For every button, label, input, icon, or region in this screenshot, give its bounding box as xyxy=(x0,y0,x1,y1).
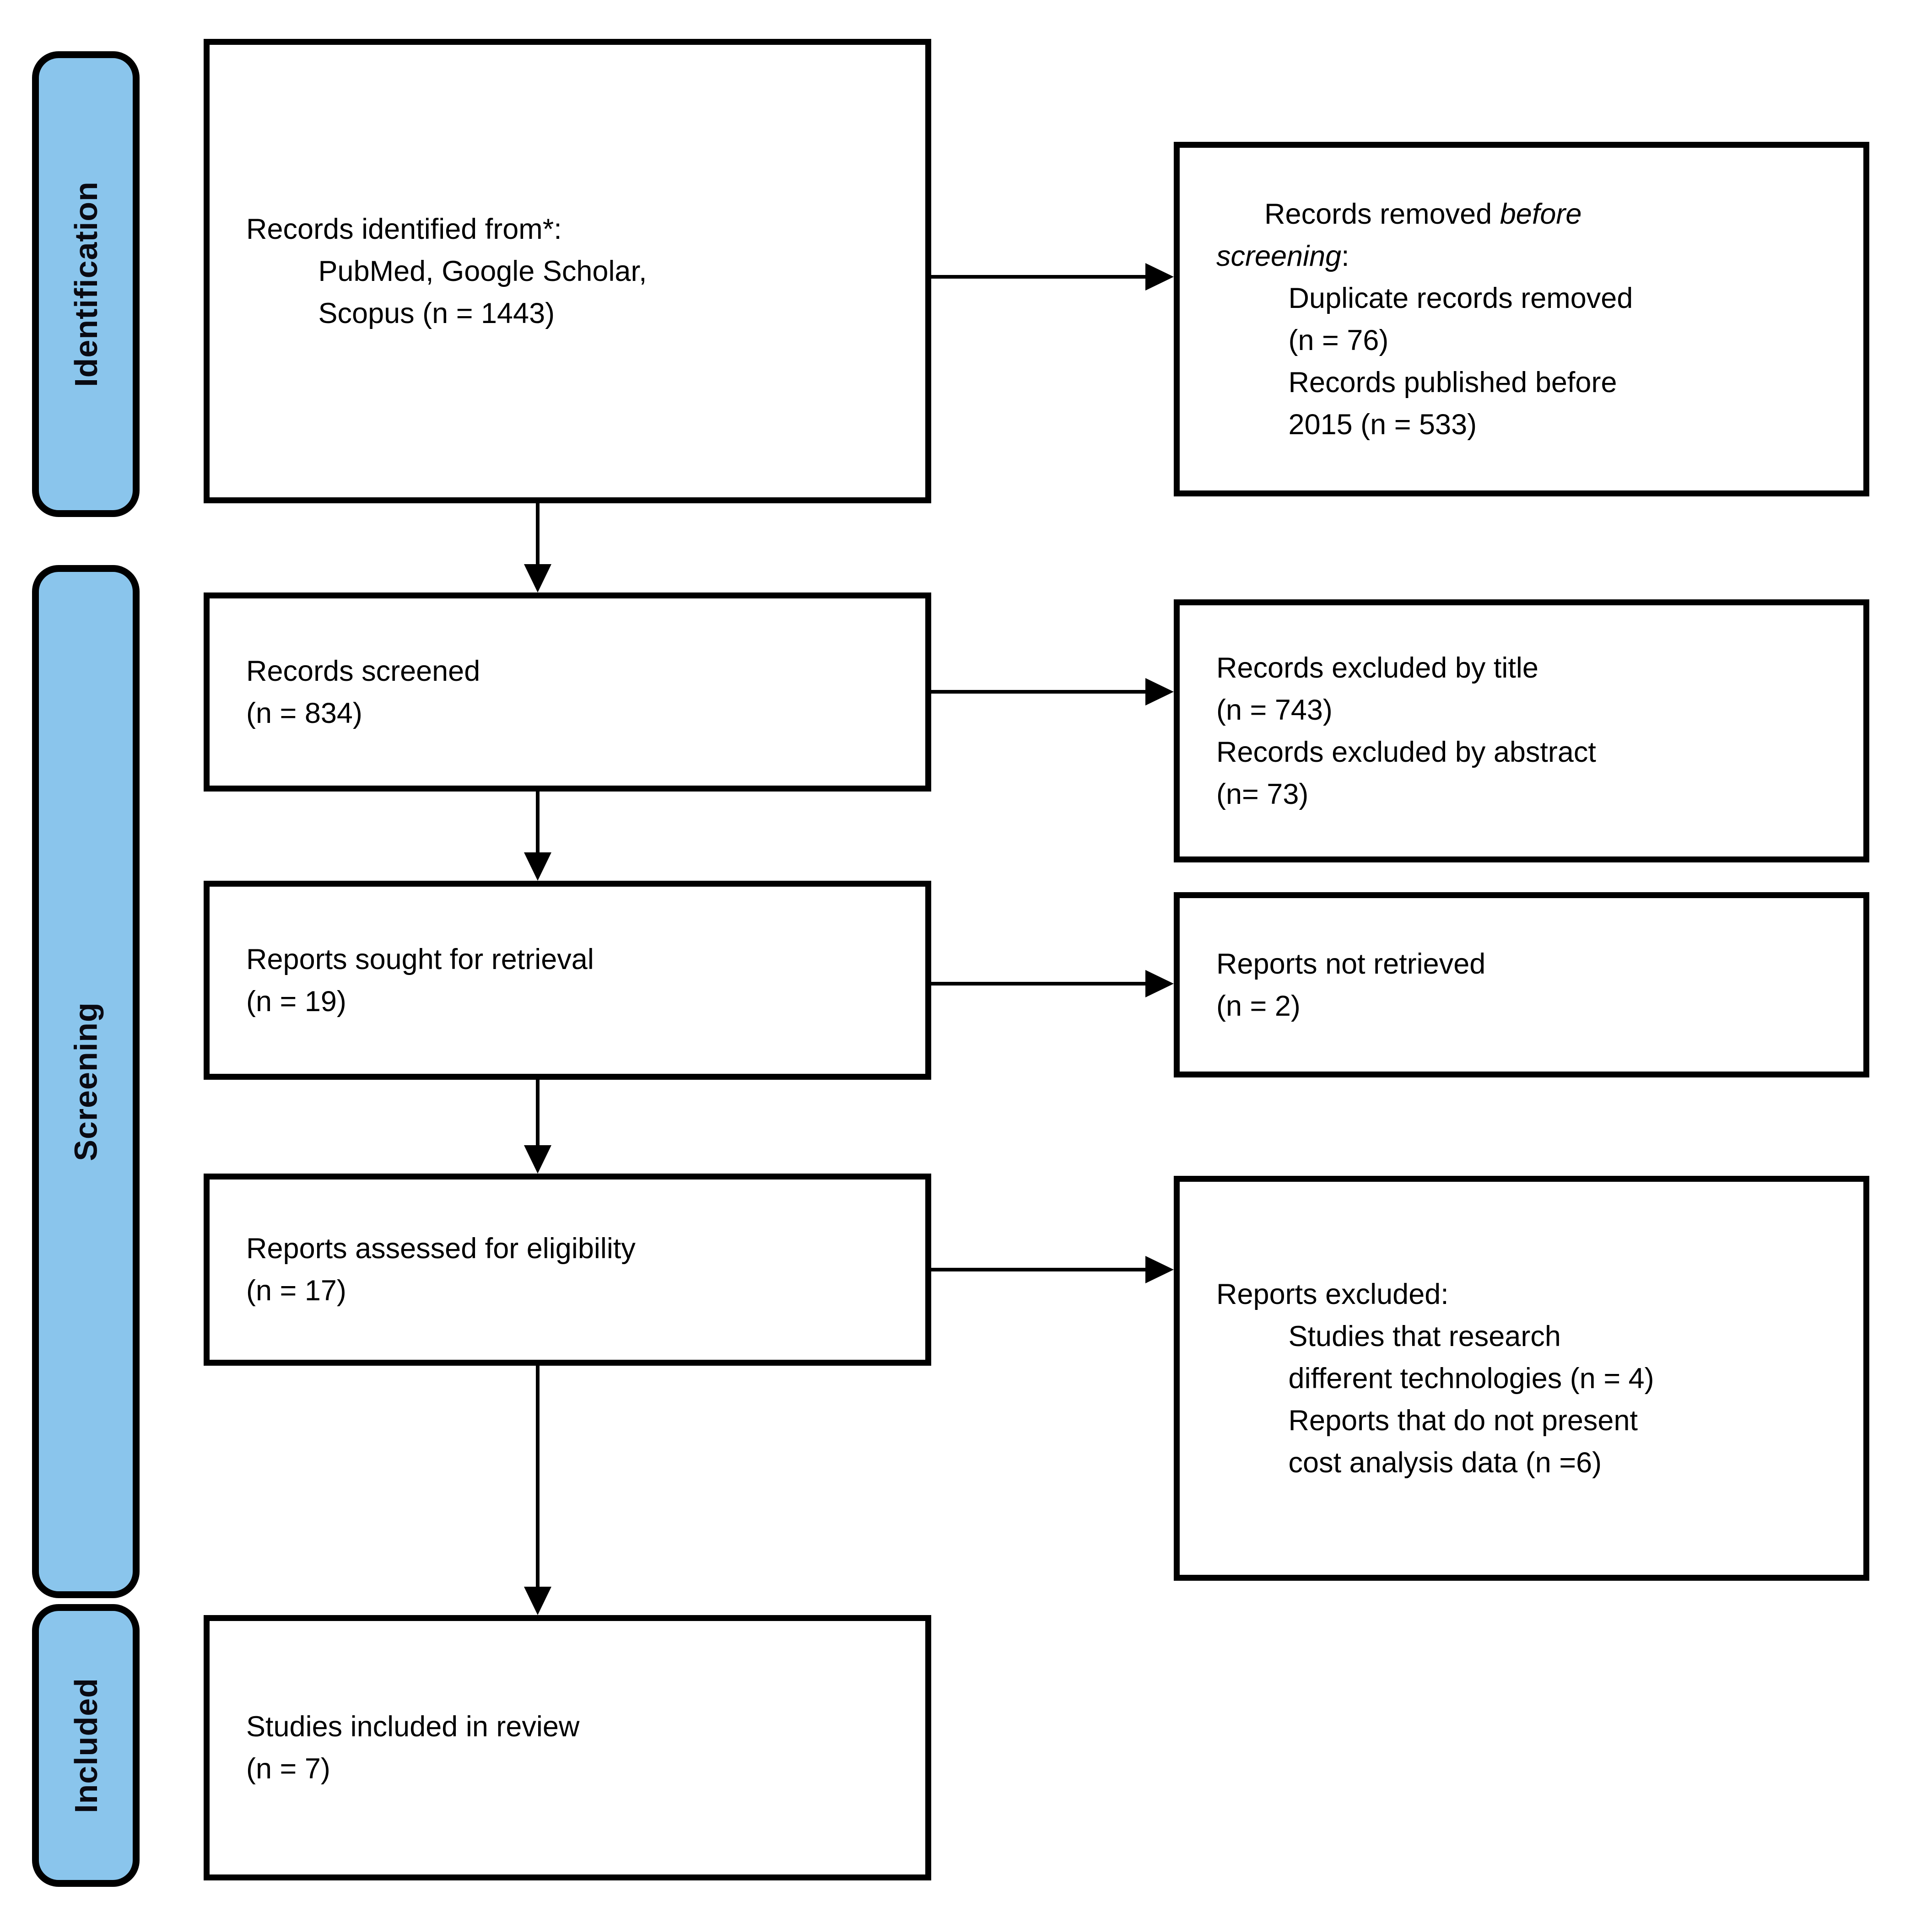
connector-screened-to-excluded xyxy=(931,690,1146,694)
box-records-identified-text: Records identified from*: PubMed, Google… xyxy=(246,213,647,329)
connector-sought-to-assessed xyxy=(536,1080,540,1148)
connector-identified-to-removed xyxy=(931,275,1146,279)
stage-included-label: Included xyxy=(68,1678,104,1813)
box-records-removed-text: Records removed before screening: Duplic… xyxy=(1180,142,1651,497)
box-reports-sought: Reports sought for retrieval (n = 19) xyxy=(204,881,931,1080)
records-removed-items: Duplicate records removed (n = 76) Recor… xyxy=(1288,282,1633,441)
box-reports-assessed: Reports assessed for eligibility (n = 17… xyxy=(204,1174,931,1366)
records-removed-suffix: : xyxy=(1341,240,1349,272)
box-reports-excluded: Reports excluded: Studies that research … xyxy=(1174,1176,1869,1581)
box-records-excluded-text: Records excluded by title (n = 743) Reco… xyxy=(1216,652,1596,810)
arrowhead-right-icon xyxy=(1145,1256,1174,1283)
box-records-excluded: Records excluded by title (n = 743) Reco… xyxy=(1174,599,1869,862)
arrowhead-down-icon xyxy=(524,852,551,881)
arrowhead-right-icon xyxy=(1145,678,1174,706)
stage-included: Included xyxy=(32,1604,140,1887)
box-reports-excluded-text: Reports excluded: Studies that research … xyxy=(1216,1278,1654,1479)
stage-screening: Screening xyxy=(32,565,140,1598)
stage-screening-label: Screening xyxy=(68,1002,104,1161)
box-records-identified: Records identified from*: PubMed, Google… xyxy=(204,39,931,503)
stage-identification-label: Identification xyxy=(68,181,104,387)
connector-identified-to-screened xyxy=(536,503,540,567)
box-records-removed-before-screening: Records removed before screening: Duplic… xyxy=(1174,142,1869,496)
arrowhead-right-icon xyxy=(1145,970,1174,997)
box-records-screened: Records screened (n = 834) xyxy=(204,592,931,792)
arrowhead-down-icon xyxy=(524,564,551,592)
connector-assessed-to-included xyxy=(536,1366,540,1588)
connector-assessed-to-reports-excluded xyxy=(931,1268,1146,1271)
box-studies-included: Studies included in review (n = 7) xyxy=(204,1615,931,1880)
connector-sought-to-not-retrieved xyxy=(931,982,1146,986)
box-studies-included-text: Studies included in review (n = 7) xyxy=(246,1711,580,1785)
stage-identification: Identification xyxy=(32,51,140,517)
records-removed-italic: before screening xyxy=(1216,198,1582,272)
box-records-screened-text: Records screened (n = 834) xyxy=(246,655,480,729)
box-reports-sought-text: Reports sought for retrieval (n = 19) xyxy=(246,943,594,1018)
arrowhead-down-icon xyxy=(524,1587,551,1615)
box-reports-assessed-text: Reports assessed for eligibility (n = 17… xyxy=(246,1233,636,1307)
connector-screened-to-sought xyxy=(536,792,540,856)
records-removed-prefix: Records removed xyxy=(1264,198,1500,230)
arrowhead-down-icon xyxy=(524,1145,551,1174)
arrowhead-right-icon xyxy=(1145,263,1174,291)
box-reports-not-retrieved: Reports not retrieved (n = 2) xyxy=(1174,892,1869,1077)
box-reports-not-retrieved-text: Reports not retrieved (n = 2) xyxy=(1216,948,1486,1022)
